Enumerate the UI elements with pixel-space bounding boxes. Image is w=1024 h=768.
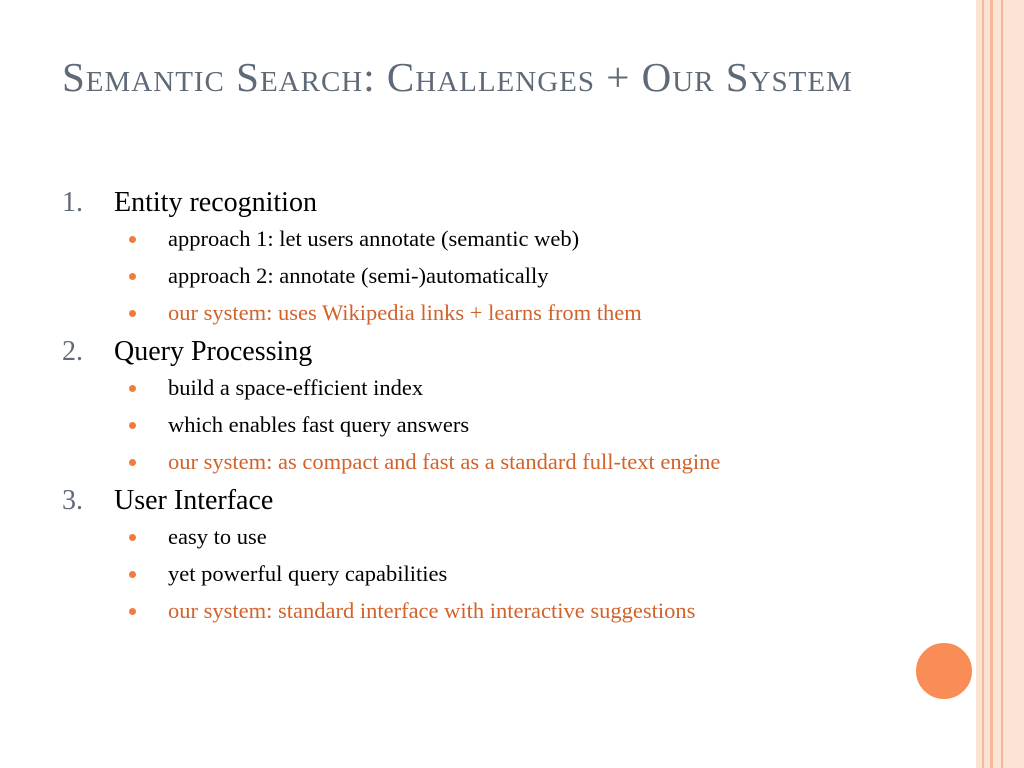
bullet-text: our system: standard interface with inte…: [168, 598, 696, 623]
decor-stripe: [1003, 0, 1024, 768]
bullet-dot-icon: [129, 385, 136, 392]
section-number: 2.: [62, 336, 83, 367]
bullet-text: which enables fast query answers: [168, 412, 470, 437]
bullet-text: build a space-efficient index: [168, 375, 424, 400]
decor-circle: [913, 640, 975, 702]
bullet-text: our system: uses Wikipedia links + learn…: [168, 300, 642, 325]
section-query-processing: 2. Query Processing build a space-effici…: [62, 335, 882, 477]
bullet-dot-icon: [129, 273, 136, 280]
bullet-text: easy to use: [168, 524, 267, 549]
bullet-text: approach 2: annotate (semi-)automaticall…: [168, 263, 549, 288]
slide-title: Semantic Search: Challenges + Our System: [62, 54, 853, 100]
bullet-dot-icon: [129, 608, 136, 615]
bullet-dot-icon: [129, 422, 136, 429]
bullet-text: approach 1: let users annotate (semantic…: [168, 226, 580, 251]
slide-content: 1. Entity recognition approach 1: let us…: [62, 186, 882, 633]
bullet-item: approach 2: annotate (semi-)automaticall…: [62, 261, 882, 291]
bullet-item: easy to use: [62, 522, 882, 552]
section-heading: 3. User Interface: [62, 484, 882, 518]
section-entity-recognition: 1. Entity recognition approach 1: let us…: [62, 186, 882, 328]
bullet-list: build a space-efficient index which enab…: [62, 373, 882, 477]
bullet-dot-icon: [129, 236, 136, 243]
decor-stripe: [976, 0, 982, 768]
section-label: Query Processing: [114, 336, 313, 367]
bullet-item-highlight: our system: uses Wikipedia links + learn…: [62, 298, 882, 328]
decor-stripe: [982, 0, 984, 768]
decor-stripe: [984, 0, 990, 768]
section-label: User Interface: [114, 485, 274, 516]
bullet-text: our system: as compact and fast as a sta…: [168, 449, 721, 474]
decor-stripe: [990, 0, 993, 768]
bullet-list: approach 1: let users annotate (semantic…: [62, 224, 882, 328]
bullet-item: yet powerful query capabilities: [62, 559, 882, 589]
bullet-item-highlight: our system: as compact and fast as a sta…: [62, 447, 882, 477]
decor-stripe: [993, 0, 1001, 768]
section-heading: 1. Entity recognition: [62, 186, 882, 220]
bullet-item: build a space-efficient index: [62, 373, 882, 403]
bullet-dot-icon: [129, 459, 136, 466]
section-user-interface: 3. User Interface easy to use yet powerf…: [62, 484, 882, 626]
bullet-item-highlight: our system: standard interface with inte…: [62, 596, 882, 626]
section-heading: 2. Query Processing: [62, 335, 882, 369]
section-number: 3.: [62, 485, 83, 516]
bullet-item: which enables fast query answers: [62, 410, 882, 440]
bullet-dot-icon: [129, 571, 136, 578]
bullet-item: approach 1: let users annotate (semantic…: [62, 224, 882, 254]
section-number: 1.: [62, 187, 83, 218]
bullet-list: easy to use yet powerful query capabilit…: [62, 522, 882, 626]
bullet-dot-icon: [129, 310, 136, 317]
section-label: Entity recognition: [114, 187, 317, 218]
bullet-text: yet powerful query capabilities: [168, 561, 448, 586]
decor-stripe: [1001, 0, 1003, 768]
bullet-dot-icon: [129, 534, 136, 541]
